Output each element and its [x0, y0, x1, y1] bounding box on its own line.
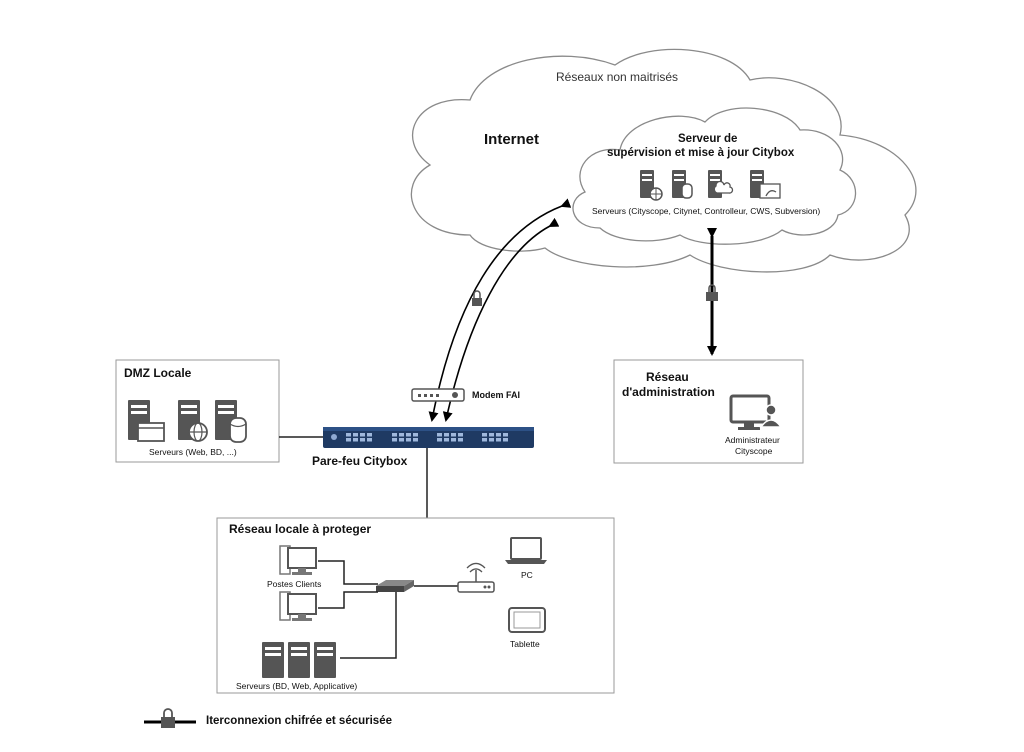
firewall-port — [413, 433, 418, 437]
local-server-rack-icon — [262, 642, 336, 678]
firewall-port — [444, 433, 449, 437]
firewall-port — [413, 438, 418, 442]
supervision-web-server-icon — [640, 170, 663, 201]
firewall-label: Pare-feu Citybox — [312, 454, 408, 468]
client-desktop-icon — [279, 591, 317, 621]
dmz-title: DMZ Locale — [124, 366, 192, 380]
firewall-port — [346, 438, 351, 442]
firewall-port — [451, 438, 456, 442]
lock-icon — [472, 290, 482, 306]
dmz-web-server-icon — [128, 400, 165, 442]
modem-label: Modem FAI — [472, 390, 521, 400]
legend-label: Iterconnexion chifrée et sécurisée — [206, 715, 392, 727]
firewall-port — [353, 438, 358, 442]
firewall-port — [392, 438, 397, 442]
firewall-port — [353, 433, 358, 437]
switch-icon — [376, 580, 414, 592]
dmz-caption: Serveurs (Web, BD, ...) — [149, 447, 237, 457]
firewall-port — [392, 433, 397, 437]
firewall-port — [482, 438, 487, 442]
supervision-servers-caption: Serveurs (Cityscope, Citynet, Controlleu… — [592, 206, 821, 216]
firewall-port — [444, 438, 449, 442]
clients-caption: Postes Clients — [267, 579, 322, 589]
supervision-cloud-server-icon — [708, 170, 734, 198]
firewall-port — [503, 433, 508, 437]
firewall-port — [360, 433, 365, 437]
admin-caption-line1: Administrateur — [725, 435, 780, 445]
lock-icon — [706, 284, 718, 301]
supervision-db-server-icon — [672, 170, 693, 199]
cloud-title: Réseaux non maitrisés — [556, 70, 679, 84]
local-title: Réseau locale à proteger — [229, 522, 372, 536]
firewall-port — [367, 438, 372, 442]
tablet-icon — [508, 607, 546, 633]
laptop-icon — [505, 537, 547, 564]
firewall-port — [458, 433, 463, 437]
supervision-title-line1: Serveur de — [678, 133, 738, 145]
firewall-port — [367, 433, 372, 437]
supervision-update-server-icon — [750, 170, 781, 199]
legend-symbol — [144, 708, 196, 728]
firewall-port — [399, 433, 404, 437]
tablet-caption: Tablette — [510, 639, 540, 649]
admin-title-line2: d'administration — [622, 385, 715, 399]
firewall-port — [346, 433, 351, 437]
admin-user-icon — [729, 394, 783, 430]
admin-title-line1: Réseau — [646, 370, 689, 384]
internet-modem-link-inner — [442, 217, 560, 422]
firewall-port — [489, 438, 494, 442]
firewall-port — [399, 438, 404, 442]
firewall-ports — [346, 433, 508, 442]
dmz-database-server-icon — [215, 400, 247, 443]
firewall-port — [482, 433, 487, 437]
firewall-port — [406, 438, 411, 442]
firewall-port — [489, 433, 494, 437]
modem-icon — [411, 388, 465, 402]
local-links — [318, 560, 458, 659]
firewall-device — [323, 427, 534, 448]
firewall-port — [406, 433, 411, 437]
internet-label: Internet — [484, 131, 540, 148]
firewall-port — [437, 433, 442, 437]
firewall-port — [503, 438, 508, 442]
firewall-port — [437, 438, 442, 442]
firewall-port — [451, 433, 456, 437]
firewall-port — [496, 433, 501, 437]
firewall-port — [496, 438, 501, 442]
wifi-router-icon — [457, 562, 495, 593]
dmz-globe-server-icon — [178, 400, 208, 442]
supervision-title-line2: supérvision et mise à jour Citybox — [607, 147, 795, 159]
admin-caption-line2: Cityscope — [735, 446, 773, 456]
firewall-port — [360, 438, 365, 442]
client-desktop-icon — [279, 545, 317, 575]
firewall-port — [458, 438, 463, 442]
local-servers-caption: Serveurs (BD, Web, Applicative) — [236, 681, 358, 691]
pc-caption: PC — [521, 570, 533, 580]
